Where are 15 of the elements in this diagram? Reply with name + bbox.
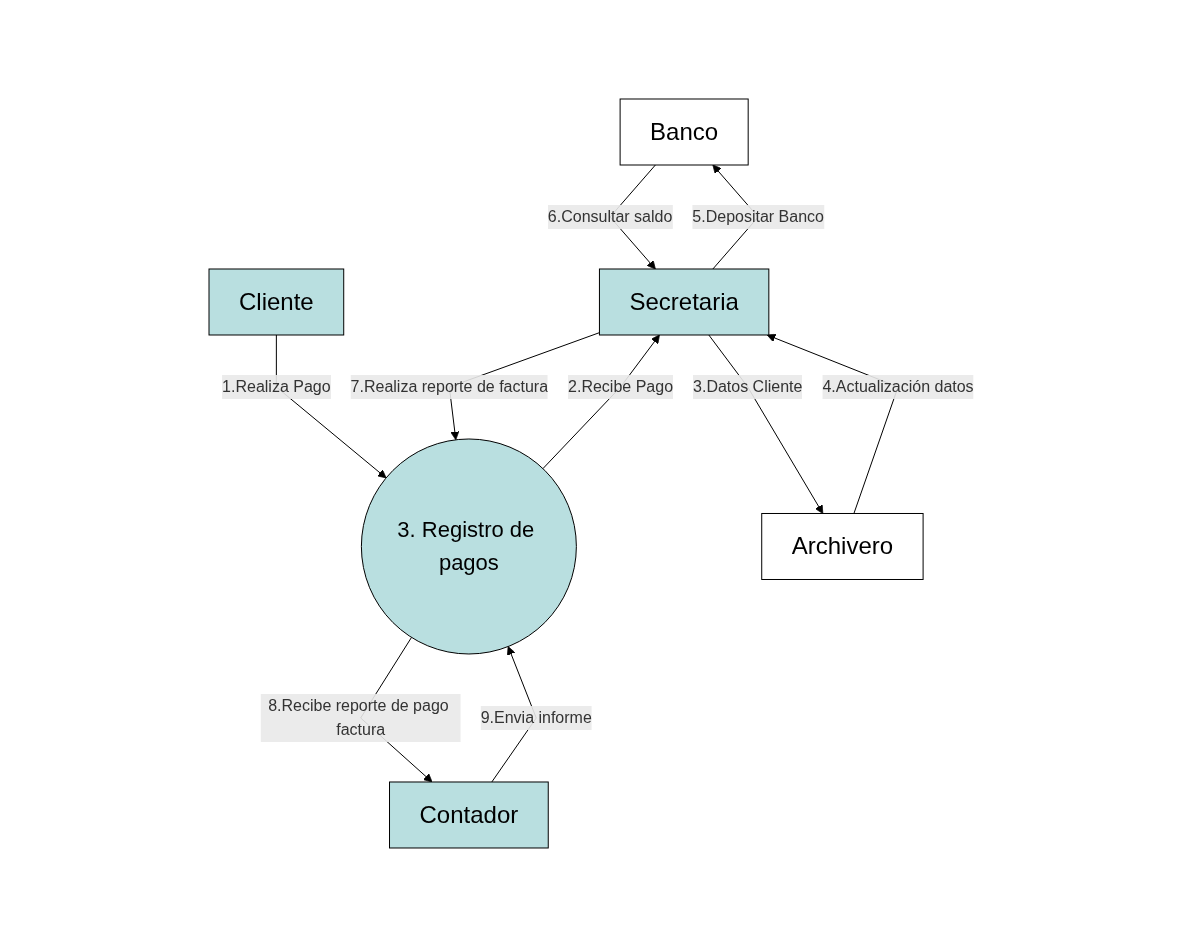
- node-box: Banco: [619, 98, 749, 165]
- edge-label: 1.Realiza Pago: [222, 377, 331, 395]
- edge-label: 6.Consultar saldo: [548, 207, 673, 225]
- edge-label: 8.Recibe reporte de pago factura: [268, 696, 449, 738]
- edge-label: 5.Depositar Banco: [692, 207, 825, 225]
- edge-label: 3.Datos Cliente: [693, 377, 803, 395]
- node-box: Cliente: [208, 268, 345, 335]
- edge-label: 7.Realiza reporte de factura: [350, 377, 549, 395]
- node-box: Secretaria: [599, 268, 770, 335]
- node-box: Contador: [389, 781, 549, 848]
- node-circle: 3. Registro de pagos: [361, 438, 578, 654]
- edge-label: 9.Envia informe: [480, 708, 593, 726]
- node-box: Archivero: [761, 512, 924, 580]
- edge-label: 2.Recibe Pago: [568, 377, 674, 395]
- edge-label: 4.Actualización datos: [822, 377, 974, 395]
